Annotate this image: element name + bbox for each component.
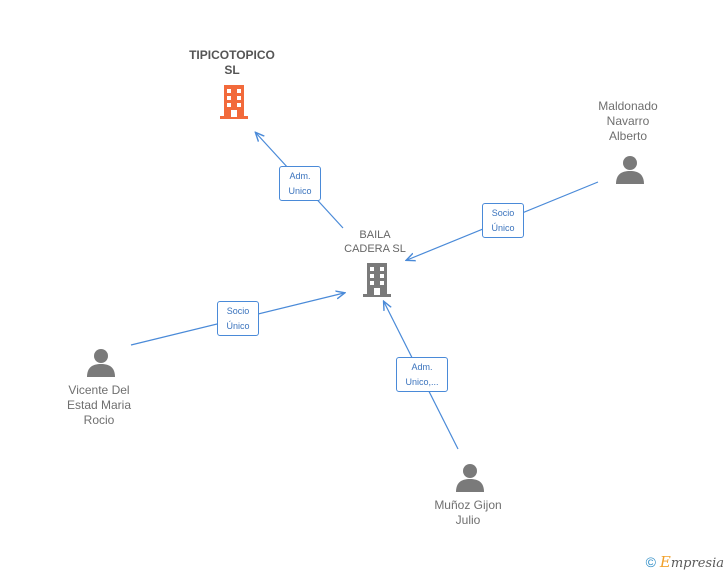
node-label-line: Alberto — [608, 129, 648, 143]
node-label-line: TIPICOTOPICO — [189, 48, 275, 62]
edge-label-line: Unico — [288, 186, 312, 196]
building-icon[interactable] — [362, 262, 392, 298]
building-icon[interactable] — [219, 84, 249, 120]
node-label-line: Estad Maria — [66, 398, 132, 412]
node-label-line: BAILA — [359, 229, 391, 241]
person-icon[interactable] — [455, 462, 485, 492]
edge-label-line: Socio — [226, 306, 250, 316]
copyright-symbol: © — [645, 554, 656, 570]
brand-logo: Empresia — [659, 553, 724, 571]
edge-label-adm-unico-munoz[interactable]: Adm. Unico,... — [396, 357, 448, 392]
brand-name: mpresia — [670, 556, 724, 571]
edge-label-line: Único — [491, 223, 515, 233]
edge-label-line: Adm. — [289, 171, 311, 181]
brand-initial: E — [659, 553, 671, 571]
person-icon[interactable] — [615, 154, 645, 184]
node-label-line: Julio — [455, 513, 481, 527]
node-label-line: Rocio — [83, 413, 115, 427]
node-label-munoz[interactable]: Muñoz Gijon Julio — [418, 498, 518, 528]
edge-label-line: Unico,... — [405, 377, 439, 387]
node-label-vicente[interactable]: Vicente Del Estad Maria Rocio — [49, 383, 149, 428]
node-label-line: Maldonado — [598, 99, 658, 113]
node-label-maldonado[interactable]: Maldonado Navarro Alberto — [578, 99, 678, 144]
node-label-line: SL — [224, 63, 240, 77]
node-label-line: CADERA SL — [344, 243, 406, 255]
edge-label-socio-unico-maldonado[interactable]: Socio Único — [482, 203, 524, 238]
edge-label-adm-unico[interactable]: Adm. Unico — [279, 166, 321, 201]
node-label-line: Muñoz Gijon — [434, 498, 502, 512]
node-label-baila[interactable]: BAILA CADERA SL — [325, 228, 425, 256]
node-label-line: Vicente Del — [68, 383, 130, 397]
edge-label-line: Adm. — [411, 362, 433, 372]
node-label-tipicotopico[interactable]: TIPICOTOPICO SL — [172, 48, 292, 78]
edge-label-line: Único — [226, 321, 250, 331]
node-label-line: Navarro — [606, 114, 650, 128]
edge-label-line: Socio — [491, 208, 515, 218]
edge-label-socio-unico-vicente[interactable]: Socio Único — [217, 301, 259, 336]
person-icon[interactable] — [86, 347, 116, 377]
footer-brand: ©Empresia — [646, 553, 724, 571]
